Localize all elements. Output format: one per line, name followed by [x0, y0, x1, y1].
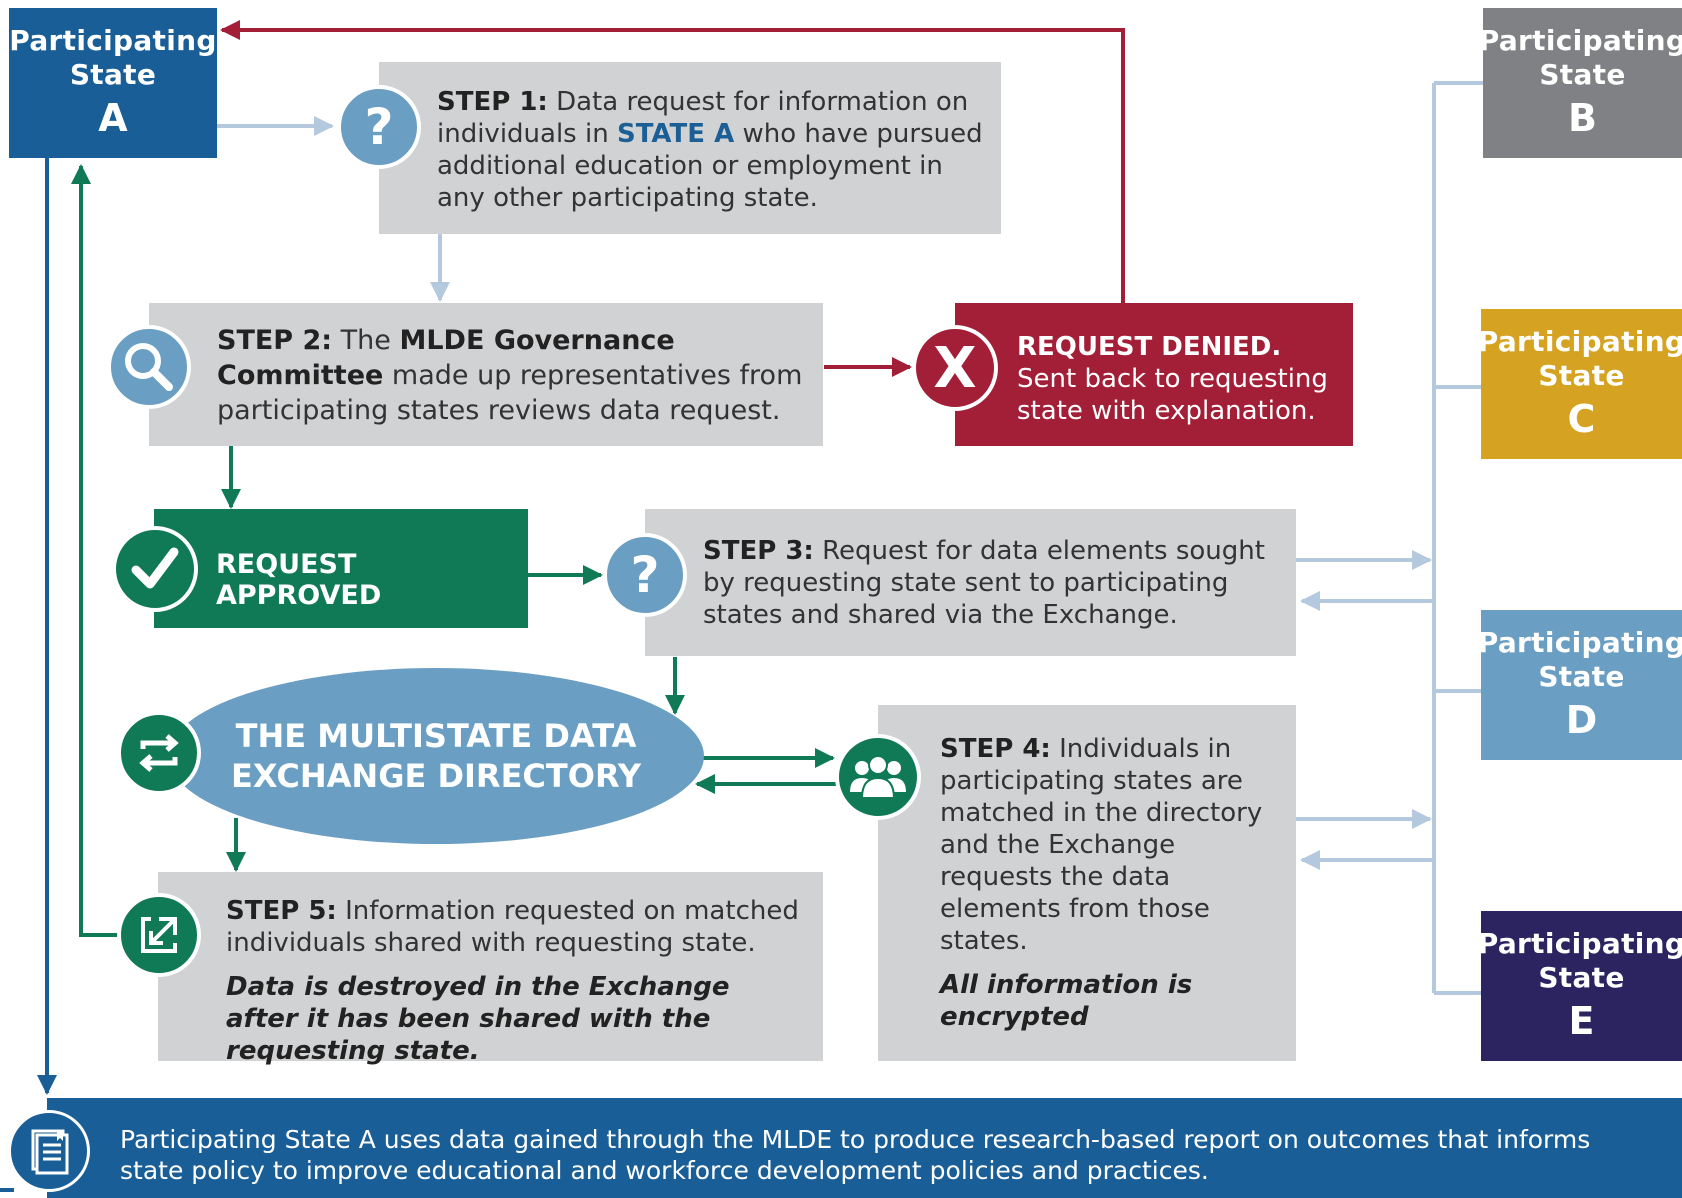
state-e-box: Participating State E — [1477, 911, 1682, 1061]
directory-line1: THE MULTISTATE DATA — [235, 717, 637, 755]
denied-x-icon: X — [912, 325, 998, 411]
denied-title: REQUEST DENIED. — [1017, 332, 1282, 362]
approved-box: REQUEST APPROVED — [154, 509, 528, 628]
step4-box: STEP 4: Individuals in participating sta… — [878, 705, 1296, 1061]
step1-text-a: Data request for information on individu… — [437, 87, 969, 149]
directory-exchange-arrows-icon — [117, 711, 201, 795]
step3-question-icon: ? — [603, 533, 687, 617]
step1-box: STEP 1: Data request for information on … — [379, 62, 1001, 234]
state-a-letter: A — [98, 96, 128, 140]
step2-text-b: made up representatives from participati… — [217, 360, 803, 426]
state-a-word1: Participating — [9, 24, 217, 57]
step4-people-icon — [835, 734, 921, 820]
state-c-letter: C — [1567, 397, 1596, 441]
state-e-word1: Participating — [1477, 927, 1682, 960]
step3-label: STEP 3: — [703, 536, 814, 566]
state-b-word1: Participating — [1478, 24, 1682, 57]
step5-box: STEP 5: Information requested on matched… — [158, 872, 823, 1066]
step5-to-state-a-line — [71, 164, 122, 937]
step5-label: STEP 5: — [226, 896, 337, 926]
state-b-letter: B — [1568, 96, 1597, 140]
step5-note: Data is destroyed in the Exchange after … — [226, 972, 730, 1066]
state-b-word2: State — [1539, 58, 1626, 91]
state-c-box: Participating State C — [1477, 309, 1682, 459]
step2-magnifier-icon — [107, 325, 191, 409]
step1-highlight: STATE A — [616, 119, 735, 149]
directory-line2: EXCHANGE DIRECTORY — [230, 757, 641, 795]
step2-bold: MLDE Governance Committee — [217, 325, 675, 391]
denied-text: Sent back to requesting state with expla… — [1017, 364, 1328, 426]
footer-text: Participating State A uses data gained t… — [120, 1125, 1591, 1185]
step2-text-a: The — [332, 325, 400, 356]
state-e-letter: E — [1568, 999, 1595, 1043]
state-e-word2: State — [1538, 961, 1625, 994]
state-d-word2: State — [1538, 660, 1625, 693]
state-a-word2: State — [69, 58, 157, 91]
state-c-word2: State — [1538, 359, 1625, 392]
directory-ellipse: THE MULTISTATE DATA EXCHANGE DIRECTORY — [168, 668, 704, 844]
denied-return-line — [220, 20, 1125, 303]
step5-text: Information requested on matched individ… — [226, 896, 799, 958]
approved-title: REQUEST APPROVED — [216, 549, 382, 611]
step1-text-b: who have pursued additional education or… — [437, 119, 983, 213]
step1-label: STEP 1: — [437, 87, 548, 117]
state-d-box: Participating State D — [1477, 610, 1682, 760]
footer-report-icon — [8, 1110, 90, 1192]
step4-text: Individuals in participating states are … — [940, 734, 1263, 956]
step4-note: All information is encrypted — [940, 970, 1193, 1032]
step4-label: STEP 4: — [940, 734, 1051, 764]
state-a-box: Participating State A — [9, 8, 217, 158]
step2-box: STEP 2: The MLDE Governance Committee ma… — [149, 303, 823, 446]
state-b-box: Participating State B — [1479, 8, 1682, 158]
step1-question-icon: ? — [337, 85, 421, 169]
approved-checkmark-icon — [112, 526, 198, 612]
step3-box: STEP 3: Request for data elements sought… — [645, 509, 1296, 656]
step5-share-icon — [117, 893, 201, 977]
state-d-word1: Participating — [1477, 626, 1682, 659]
state-c-word1: Participating — [1477, 325, 1682, 358]
step3-text: Request for data elements sought by requ… — [703, 536, 1265, 630]
footer-banner: Participating State A uses data gained t… — [47, 1098, 1682, 1198]
step2-label: STEP 2: — [217, 325, 333, 356]
state-d-letter: D — [1565, 698, 1598, 742]
denied-box: REQUEST DENIED. Sent back to requesting … — [955, 303, 1353, 446]
